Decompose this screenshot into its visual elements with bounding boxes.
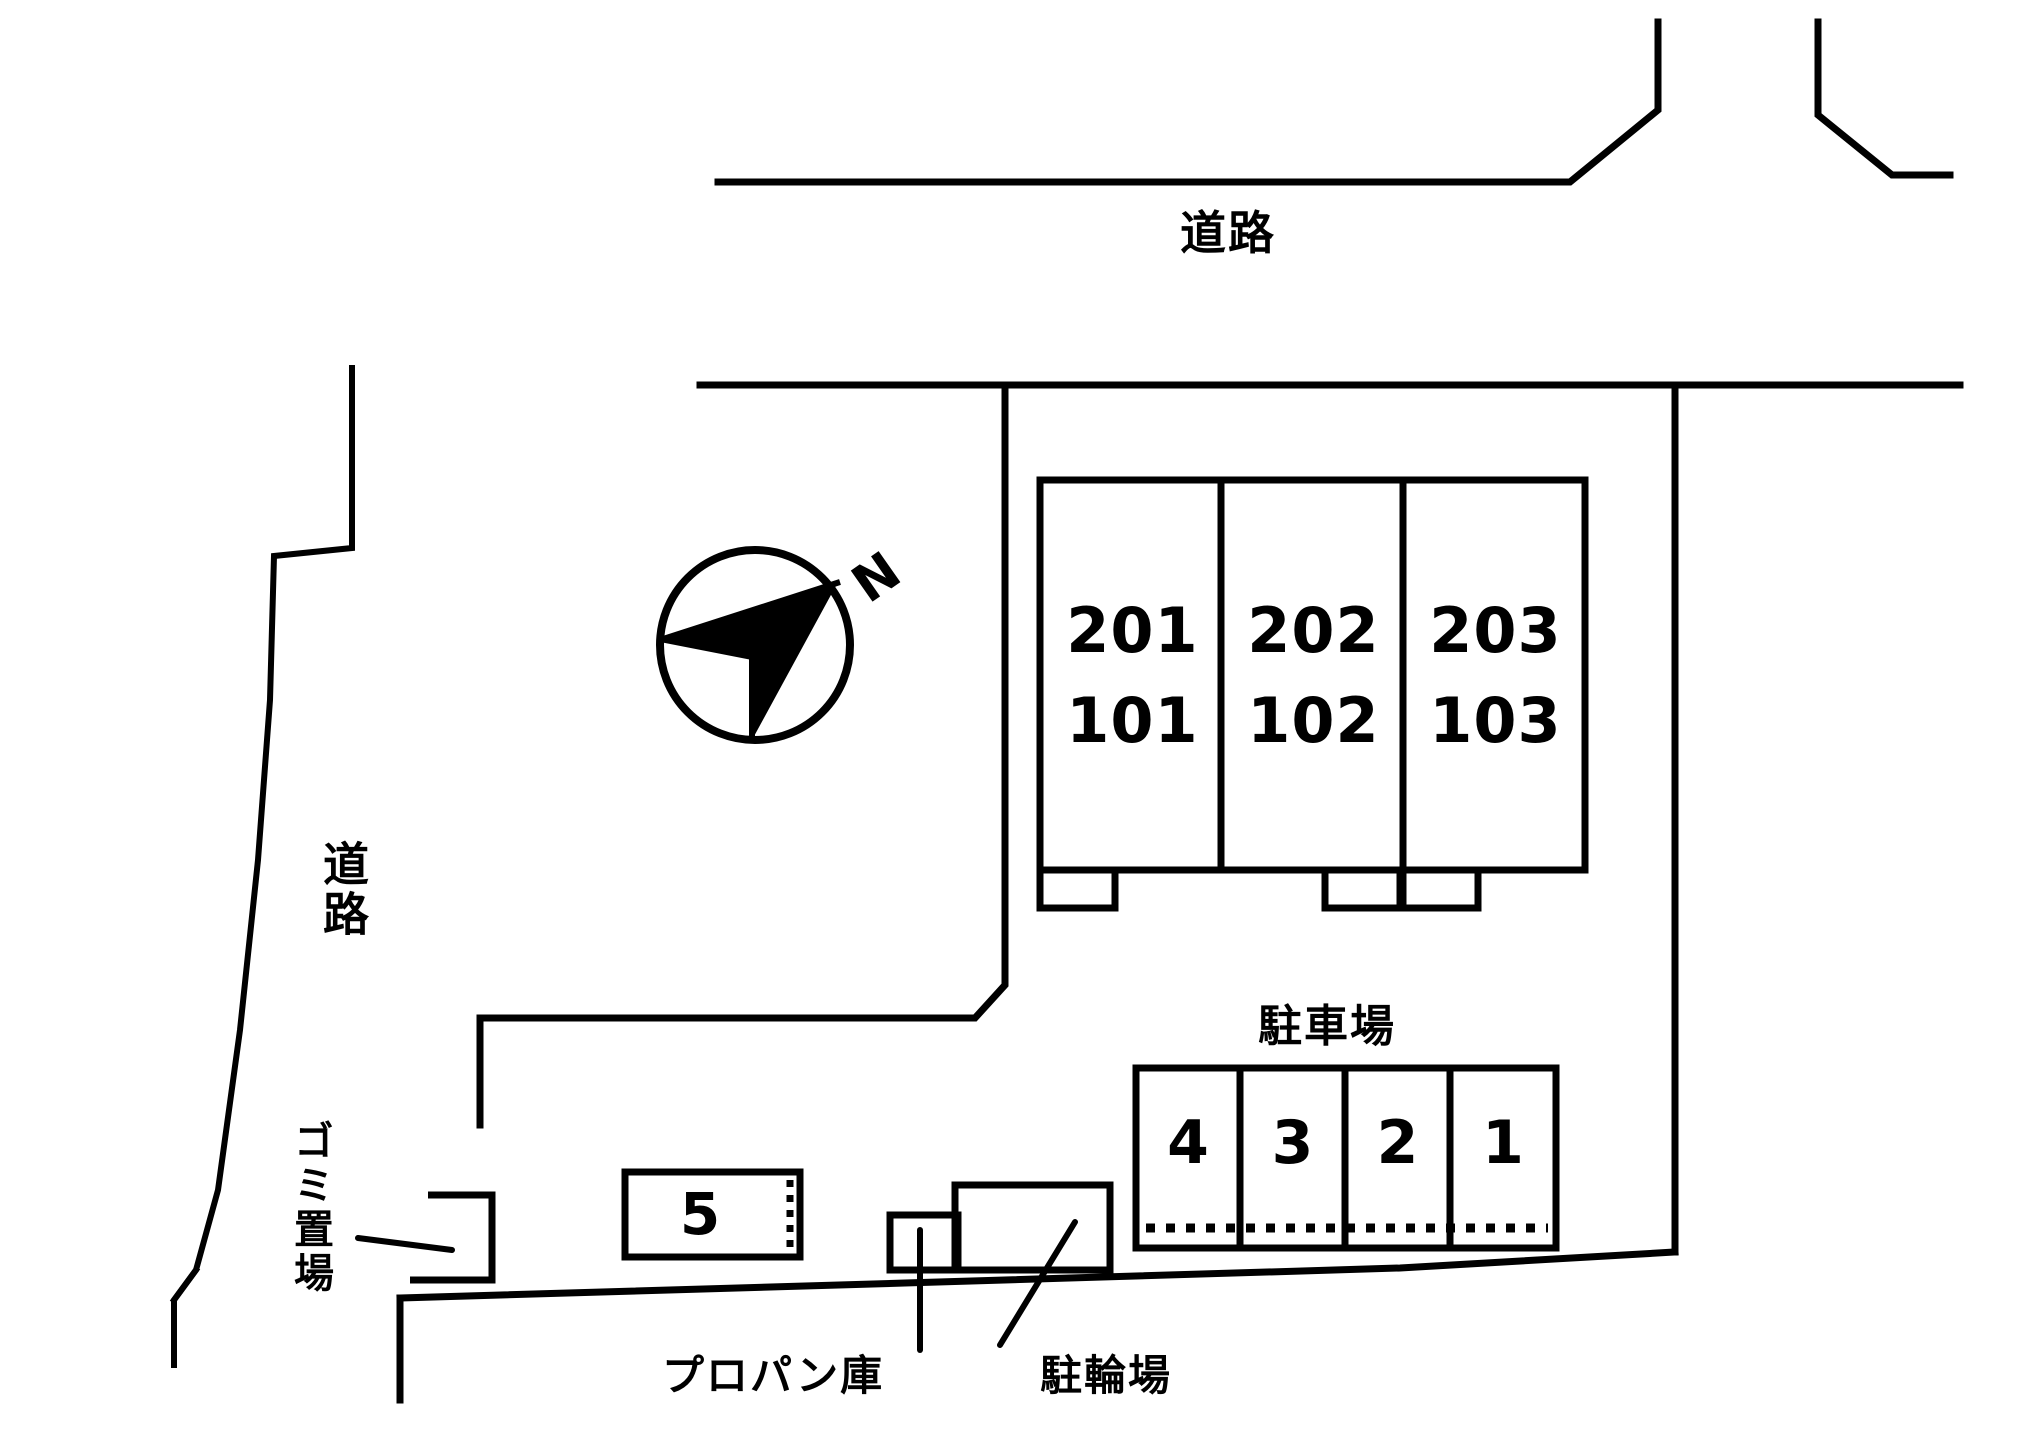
parking-lot-block bbox=[1132, 1064, 1560, 1252]
garbage-store-label: ゴミ置場 bbox=[287, 1120, 333, 1296]
compass-needle bbox=[660, 582, 838, 740]
leader-bicycle bbox=[997, 1219, 1078, 1348]
unit-number-103: 103 bbox=[1429, 684, 1562, 757]
site-boundary-west-leg bbox=[476, 381, 1009, 1129]
parking-space-1: 1 bbox=[1482, 1108, 1524, 1178]
road-label-top: 道路 bbox=[1180, 206, 1276, 260]
garbage-store-block bbox=[410, 1191, 496, 1284]
unit-number-201: 201 bbox=[1066, 594, 1199, 667]
bicycle-parking-label: 駐輪場 bbox=[1040, 1351, 1173, 1400]
unit-number-202: 202 bbox=[1247, 594, 1380, 667]
top-road-upper-edge bbox=[714, 18, 1662, 186]
top-road-lines bbox=[696, 18, 1964, 389]
bicycle-parking-rect bbox=[951, 1181, 1114, 1274]
parking-space-5-block bbox=[621, 1168, 804, 1261]
leader-garbage bbox=[355, 1235, 455, 1253]
building-entrance-tabs bbox=[1036, 866, 1482, 912]
building-block bbox=[1036, 476, 1589, 874]
south-boundary bbox=[396, 1248, 1679, 1404]
entrance-tab-101 bbox=[1036, 866, 1119, 912]
site-boundary bbox=[476, 381, 1679, 1256]
parking-lot-title: 駐車場 bbox=[1258, 1001, 1396, 1052]
compass-rose bbox=[656, 546, 854, 744]
road-label-left: 道路 bbox=[316, 840, 370, 940]
parking-space-2: 2 bbox=[1376, 1108, 1419, 1178]
entrance-tab-102 bbox=[1321, 866, 1404, 912]
parking-space-3: 3 bbox=[1271, 1108, 1314, 1178]
parking-space-5-rect bbox=[621, 1168, 804, 1261]
unit-number-101: 101 bbox=[1066, 684, 1199, 757]
left-road-lines bbox=[169, 365, 355, 1368]
unit-number-203: 203 bbox=[1429, 594, 1562, 667]
entrance-tab-103 bbox=[1399, 866, 1482, 912]
garbage-store-rect bbox=[410, 1191, 496, 1284]
bicycle-and-propane-block bbox=[886, 1181, 1114, 1274]
left-road-west-edge-jog bbox=[169, 1265, 201, 1305]
leader-lines bbox=[355, 1219, 1078, 1353]
top-road-upper-edge-right bbox=[1814, 18, 1954, 179]
unit-number-102: 102 bbox=[1247, 684, 1380, 757]
building-outer-rect bbox=[1036, 476, 1589, 874]
parking-space-5: 5 bbox=[679, 1180, 721, 1248]
south-boundary-line bbox=[396, 1248, 1679, 1302]
propane-store-label: プロパン庫 bbox=[662, 1351, 885, 1400]
propane-store-rect bbox=[886, 1211, 962, 1274]
parking-space-4: 4 bbox=[1167, 1108, 1209, 1178]
